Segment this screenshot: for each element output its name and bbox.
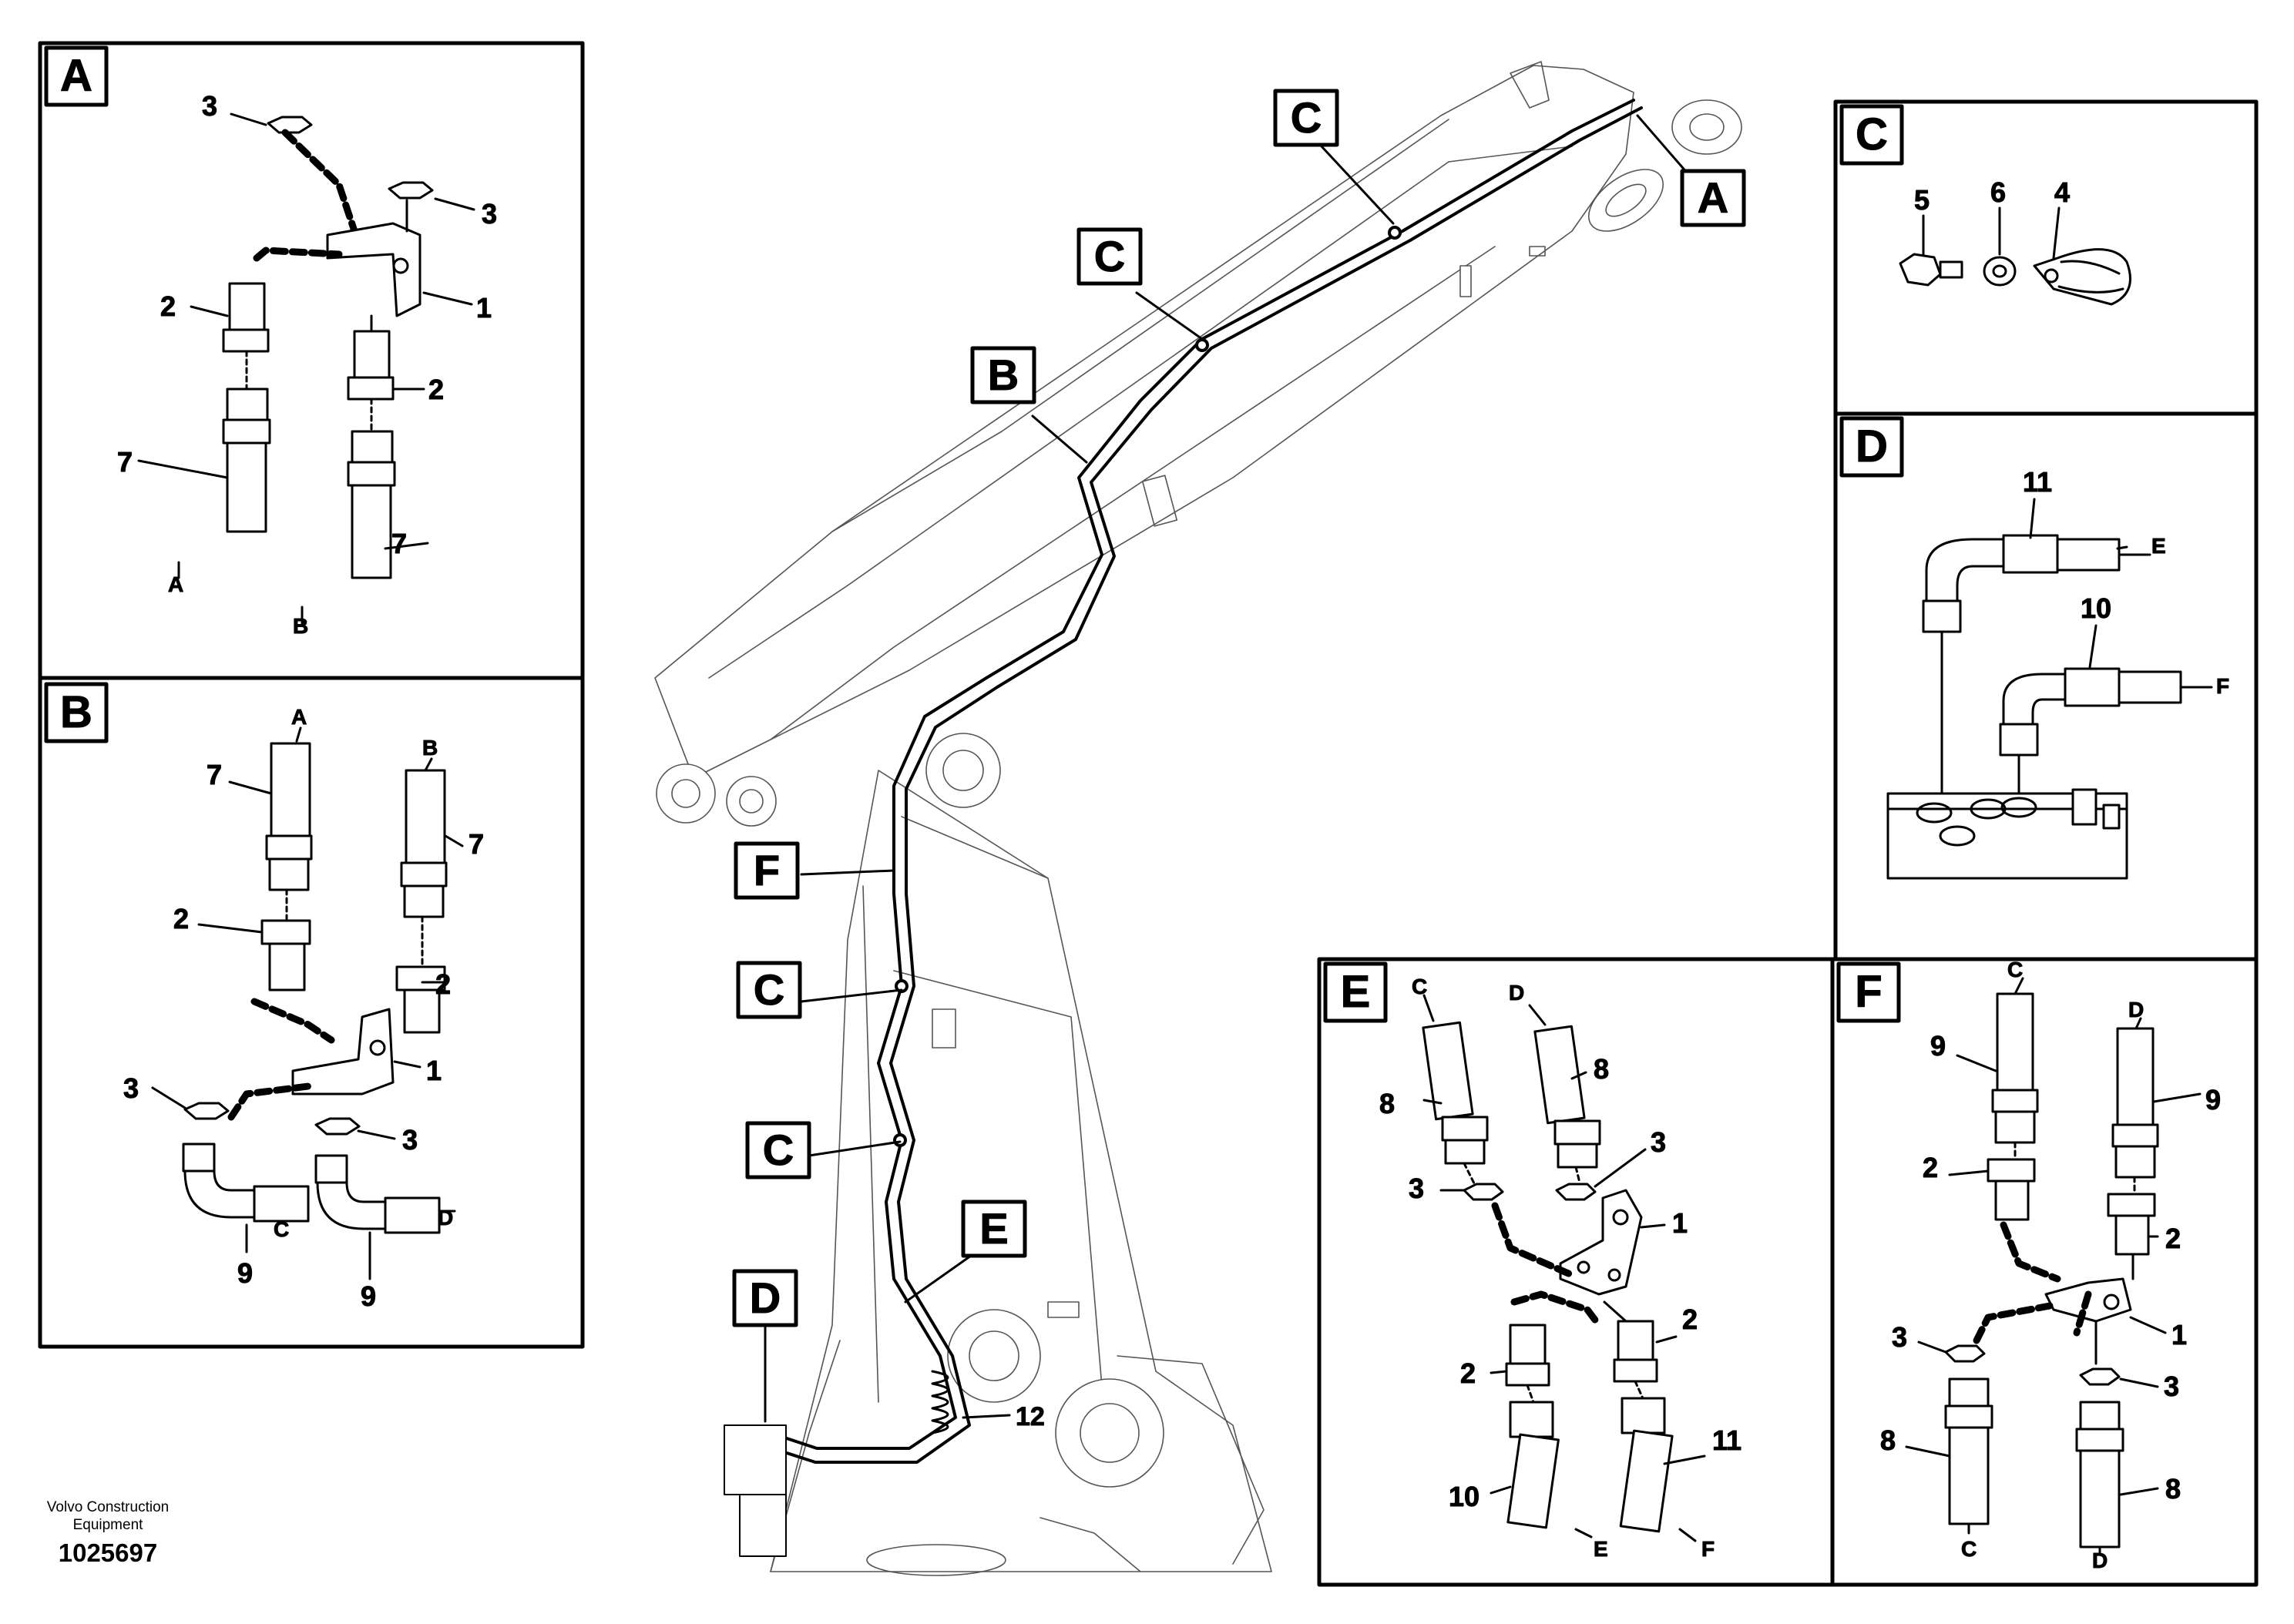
panel-f-end-top-d: D: [2128, 998, 2144, 1022]
panel-b-item-3b: 3: [402, 1124, 418, 1156]
panel-f-item-9a: 9: [1930, 1030, 1946, 1062]
panel-c-item-4: 4: [2054, 176, 2070, 208]
callout-a: A: [1680, 169, 1746, 227]
panel-e-item-8a: 8: [1594, 1053, 1609, 1085]
panel-f-item-2b: 2: [2165, 1223, 2181, 1254]
callout-leaders: [764, 114, 1689, 1423]
panel-f-end-c: C: [1961, 1537, 1977, 1561]
panel-d-end-e: E: [2151, 534, 2166, 558]
callout-c-low-label: C: [763, 1126, 794, 1174]
callout-f: F: [734, 841, 800, 900]
callout-c-upper-label: C: [1094, 232, 1125, 280]
callout-a-label: A: [1698, 173, 1728, 222]
item-12-label: 12: [1016, 1402, 1045, 1431]
panel-d-item-10: 10: [2081, 592, 2111, 624]
panel-a-item-3b: 3: [482, 198, 497, 230]
panel-b-item-7b: 7: [469, 828, 484, 860]
panel-c: C 5 6 4: [1833, 99, 2259, 416]
panel-e-tag: E: [1341, 967, 1371, 1017]
panel-e-end-d: D: [1509, 981, 1524, 1005]
panel-b-end-c: C: [274, 1217, 289, 1241]
panel-e-item-3a: 3: [1651, 1126, 1666, 1158]
boom-and-arm-illustration: [654, 61, 1742, 1576]
panel-a-end-b: B: [293, 614, 308, 638]
panel-e-end-c: C: [1412, 975, 1427, 998]
panel-f-item-3b: 3: [2164, 1371, 2179, 1402]
panel-d-end-f: F: [2216, 674, 2229, 698]
panel-b-end-a: A: [291, 705, 307, 729]
panel-e-end-f: F: [1701, 1537, 1715, 1561]
panel-e-end-e: E: [1594, 1537, 1608, 1561]
panel-a-item-7b: 7: [391, 528, 407, 559]
panel-b-item-9b: 9: [361, 1280, 376, 1312]
panel-a-item-3a: 3: [202, 90, 217, 122]
panel-d-item-11: 11: [2023, 466, 2052, 498]
panel-b-item-7a: 7: [207, 759, 222, 790]
panel-e-item-11: 11: [1712, 1424, 1741, 1456]
panel-e: E: [1317, 957, 1835, 1587]
callout-c-mid-label: C: [754, 965, 784, 1014]
panel-f-end-top-c: C: [2007, 958, 2023, 981]
hydraulic-hose-route: [724, 99, 1643, 1557]
panel-a-item-2a: 2: [160, 290, 176, 322]
callout-c-top: C: [1273, 89, 1339, 147]
panel-a: A: [38, 41, 585, 680]
panel-e-item-3b: 3: [1409, 1173, 1424, 1204]
panel-a-item-7a: 7: [117, 446, 133, 478]
publisher-name: Volvo Construction Equipment: [46, 1499, 170, 1533]
panel-a-item-2b: 2: [428, 374, 444, 405]
panel-c-item-6: 6: [1990, 176, 2006, 208]
panel-d: D: [1833, 411, 2259, 961]
panel-a-item-1: 1: [476, 292, 492, 324]
callout-d-label: D: [750, 1273, 781, 1322]
panel-f: F: [1830, 957, 2259, 1587]
panel-b-item-2a: 2: [173, 903, 189, 934]
panel-f-item-1: 1: [2171, 1319, 2187, 1351]
callout-b-label: B: [988, 351, 1019, 399]
callout-f-label: F: [754, 846, 780, 894]
panel-f-item-8a: 8: [1880, 1424, 1896, 1456]
panel-b: B: [38, 676, 585, 1349]
callout-c-mid: C: [736, 961, 802, 1019]
panel-f-end-d: D: [2092, 1549, 2108, 1572]
panel-b-item-3a: 3: [123, 1072, 139, 1104]
callout-c-upper: C: [1076, 227, 1143, 286]
callout-b: B: [970, 346, 1036, 404]
panel-b-end-b: B: [422, 736, 438, 760]
panel-f-item-3a: 3: [1892, 1321, 1907, 1353]
callout-e: E: [961, 1200, 1027, 1258]
panel-b-item-1: 1: [426, 1055, 442, 1086]
panel-f-tag: F: [1855, 967, 1882, 1017]
panel-a-end-a: A: [168, 572, 183, 596]
callout-e-label: E: [979, 1204, 1008, 1253]
panel-f-item-8b: 8: [2165, 1473, 2181, 1505]
panel-e-item-2b: 2: [1460, 1357, 1476, 1389]
callout-c-low: C: [745, 1121, 811, 1179]
panel-b-item-2b: 2: [435, 968, 451, 1000]
panel-e-item-10: 10: [1449, 1481, 1480, 1512]
panel-e-item-2a: 2: [1682, 1304, 1698, 1335]
panel-e-item-1: 1: [1672, 1207, 1688, 1239]
panel-f-item-2a: 2: [1923, 1152, 1938, 1183]
panel-b-item-9a: 9: [237, 1257, 253, 1289]
callout-c-top-label: C: [1291, 93, 1322, 142]
panel-b-end-d: D: [438, 1206, 453, 1230]
document-number: 1025697: [58, 1538, 158, 1567]
panel-c-tag: C: [1856, 109, 1888, 159]
panel-c-item-5: 5: [1914, 184, 1930, 216]
callout-d: D: [732, 1269, 798, 1327]
panel-e-item-8b: 8: [1379, 1088, 1395, 1119]
publisher-footer: Volvo Construction Equipment 1025697: [31, 1498, 185, 1568]
panel-b-tag: B: [60, 687, 92, 737]
panel-a-tag: A: [60, 51, 92, 101]
panel-d-tag: D: [1856, 421, 1888, 471]
panel-f-item-9b: 9: [2205, 1084, 2221, 1116]
